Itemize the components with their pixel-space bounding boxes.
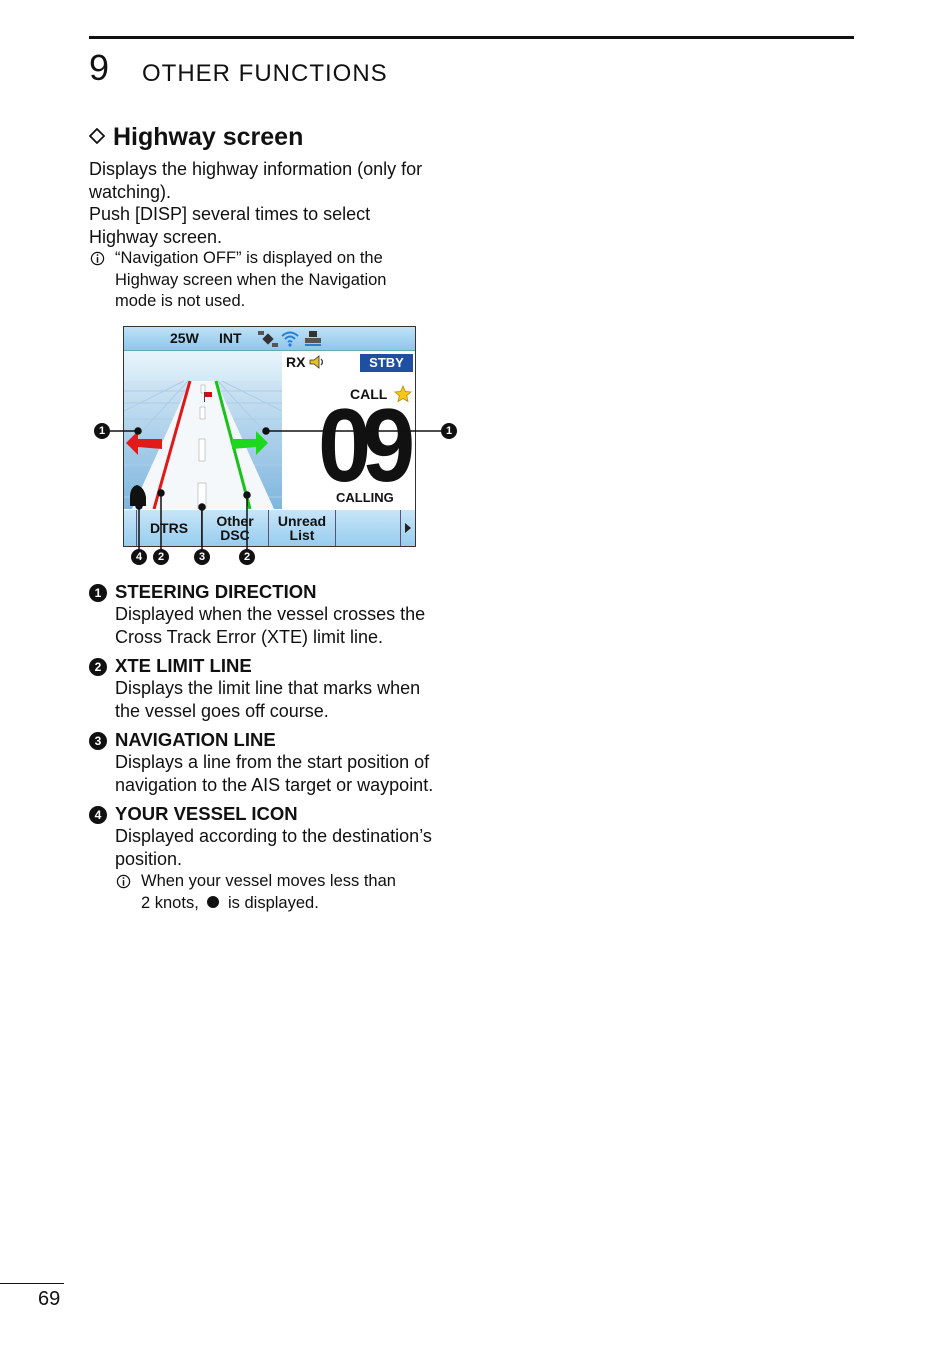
wifi-icon — [281, 331, 299, 347]
info-icon — [90, 251, 105, 266]
power-indicator: 25W — [170, 330, 199, 346]
softkey-unread-label: Unread — [277, 513, 327, 529]
section-title: Highway screen — [113, 123, 304, 151]
item-body-4: Displayed according to the destination’s… — [115, 825, 432, 870]
item-heading-4: 4 YOUR VESSEL ICON — [89, 803, 298, 825]
call-label: CALL — [350, 386, 388, 402]
item-number: 3 — [89, 732, 107, 750]
vessel-status-icon — [305, 331, 321, 346]
channel-panel: RX STBY CALL 09 CALLING — [282, 351, 415, 509]
item-heading-1: 1 STEERING DIRECTION — [89, 581, 316, 603]
item-body-1: Displayed when the vessel crosses the Cr… — [115, 603, 425, 648]
callout-3: 3 — [194, 549, 210, 565]
callout-4: 4 — [131, 549, 147, 565]
diamond-icon — [89, 128, 105, 145]
item-title: YOUR VESSEL ICON — [115, 803, 298, 824]
item-body-2: Displays the limit line that marks when … — [115, 677, 420, 722]
item-title: XTE LIMIT LINE — [115, 655, 252, 676]
vessel-dot-icon — [207, 895, 220, 908]
speaker-icon — [309, 355, 324, 369]
chapter-number: 9 — [89, 47, 110, 88]
item-number: 2 — [89, 658, 107, 676]
item-line: Displayed according to the destination’s — [115, 826, 432, 846]
note-text: is displayed. — [227, 893, 319, 912]
item-number: 1 — [89, 584, 107, 602]
favorite-star-icon — [394, 385, 412, 403]
item-line: the vessel goes off course. — [115, 700, 329, 721]
softkey-dsc-label: DSC — [220, 527, 250, 543]
vessel-icon-shape — [130, 485, 146, 506]
note-slow-vessel: When your vessel moves less than 2 knots… — [116, 871, 396, 915]
highway-screen: 25W INT RX STBY CAL — [123, 326, 416, 547]
rx-label: RX — [286, 354, 306, 370]
softkey-dtrs[interactable]: DTRS — [137, 510, 202, 546]
callout-lines — [110, 427, 442, 550]
note-text: 2 knots, — [141, 893, 199, 912]
chapter-title: OTHER FUNCTIONS — [142, 60, 388, 87]
item-line: Displays the limit line that marks when — [115, 678, 421, 698]
calling-label: CALLING — [336, 490, 394, 505]
note-line: “Navigation OFF” is displayed on the — [115, 249, 383, 267]
note-line: Highway screen when the Navigation — [115, 270, 387, 289]
item-body-3: Displays a line from the start position … — [115, 751, 433, 796]
item-line: Displays a line from the start position … — [115, 752, 430, 772]
stby-badge: STBY — [360, 354, 413, 372]
intro-line: Highway screen. — [89, 226, 223, 247]
item-heading-3: 3 NAVIGATION LINE — [89, 729, 276, 751]
intro-line: Push [DISP] several times to select — [89, 204, 371, 224]
item-title: NAVIGATION LINE — [115, 729, 276, 750]
intro-text: Displays the highway information (only f… — [89, 158, 422, 248]
softkey-dtrs-label: DTRS — [149, 520, 189, 536]
note-navigation-off: “Navigation OFF” is displayed on the Hig… — [90, 248, 387, 313]
softkey-next[interactable] — [401, 510, 415, 546]
softkey-empty[interactable] — [336, 510, 401, 546]
note-line: When your vessel moves less than — [141, 872, 396, 890]
callout-1-left: 1 — [94, 423, 110, 439]
item-line: Displayed when the vessel crosses the — [115, 604, 426, 624]
softkey-other-label: Other — [216, 513, 254, 529]
intro-line: watching). — [89, 181, 172, 202]
note-line: mode is not used. — [115, 292, 246, 310]
green-steering-arrow — [232, 431, 268, 455]
item-heading-2: 2 XTE LIMIT LINE — [89, 655, 252, 677]
item-line: Cross Track Error (XTE) limit line. — [115, 626, 384, 647]
softkey-list-label: List — [289, 527, 315, 543]
item-number: 4 — [89, 806, 107, 824]
intro-line: Displays the highway information (only f… — [89, 159, 423, 179]
callout-2-right: 2 — [239, 549, 255, 565]
note-line: 2 knots, is displayed. — [141, 893, 396, 915]
page-number: 69 — [38, 1288, 61, 1310]
channel-number: 09 — [318, 388, 415, 504]
info-icon — [116, 874, 131, 889]
top-rule — [89, 36, 854, 39]
arrow-right-icon — [405, 523, 411, 533]
section-heading: Highway screen — [89, 122, 303, 152]
red-steering-arrow — [126, 431, 162, 455]
callout-2-left: 2 — [153, 549, 169, 565]
softkey-left-edge — [124, 510, 137, 546]
status-bar: 25W INT — [124, 327, 415, 351]
item-line: position. — [115, 848, 183, 869]
rx-indicator: RX — [286, 354, 325, 370]
satellite-icon — [258, 331, 278, 347]
callout-1-right: 1 — [441, 423, 457, 439]
item-title: STEERING DIRECTION — [115, 581, 317, 602]
highway-view — [124, 351, 282, 509]
int-indicator: INT — [219, 330, 242, 346]
item-line: navigation to the AIS target or waypoint… — [115, 774, 434, 795]
page-number-rule — [0, 1283, 64, 1284]
